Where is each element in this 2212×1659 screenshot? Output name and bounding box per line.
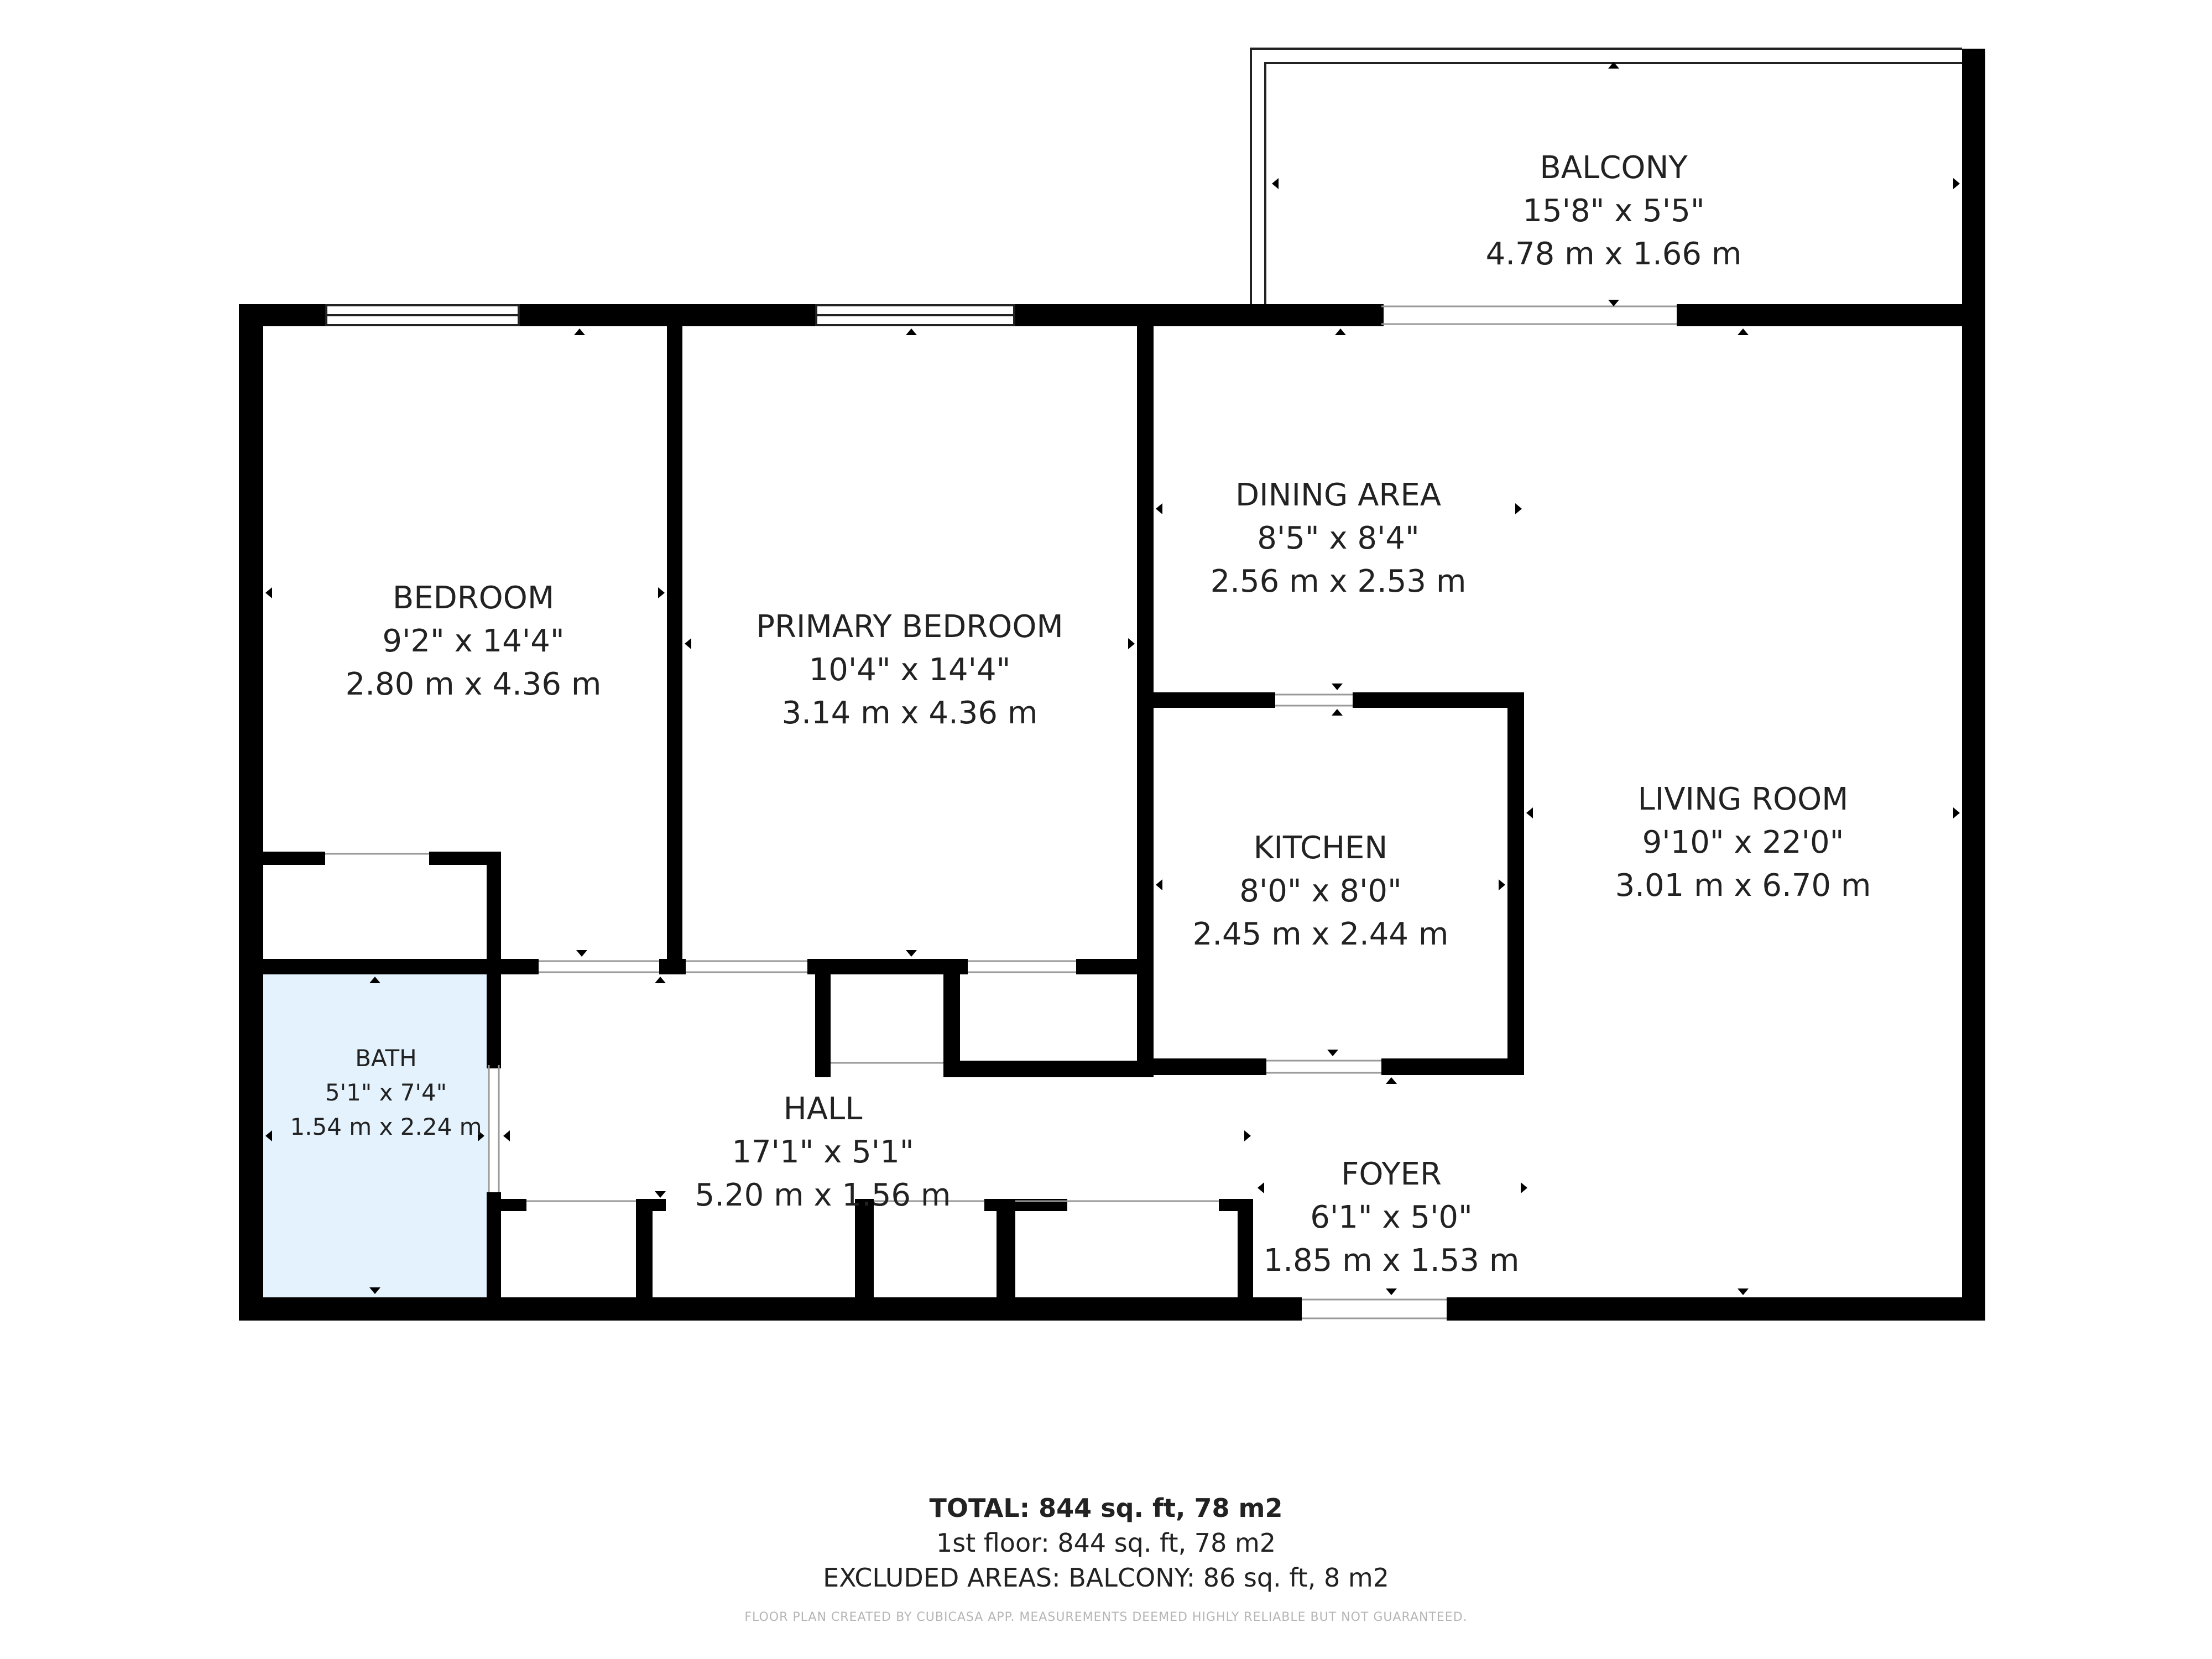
room-kitchen-label: KITCHEN 8'0" x 8'0" 2.45 m x 2.44 m — [1193, 830, 1449, 952]
exterior-walls — [239, 304, 1985, 1321]
floor-area: 1st floor: 844 sq. ft, 78 m2 — [936, 1528, 1276, 1558]
total-area: TOTAL: 844 sq. ft, 78 m2 — [929, 1493, 1283, 1523]
room-size-imperial: 9'10" x 22'0" — [1642, 825, 1844, 860]
room-size-metric: 5.20 m x 1.56 m — [695, 1177, 951, 1213]
room-name: BEDROOM — [393, 580, 554, 616]
room-size-metric: 2.45 m x 2.44 m — [1193, 916, 1449, 952]
room-name: FOYER — [1341, 1156, 1442, 1192]
room-living-room-label: LIVING ROOM 9'10" x 22'0" 3.01 m x 6.70 … — [1615, 781, 1871, 904]
room-bath-label: BATH 5'1" x 7'4" 1.54 m x 2.24 m — [290, 1045, 482, 1140]
room-size-metric: 3.14 m x 4.36 m — [782, 695, 1038, 731]
room-size-metric: 2.56 m x 2.53 m — [1211, 564, 1467, 599]
bath-floor — [263, 974, 488, 1297]
dimension-markers — [265, 62, 1960, 1295]
room-bedroom-label: BEDROOM 9'2" x 14'4" 2.80 m x 4.36 m — [346, 580, 602, 702]
room-size-metric: 3.01 m x 6.70 m — [1615, 868, 1871, 904]
room-name: BATH — [355, 1045, 417, 1072]
room-size-imperial: 8'5" x 8'4" — [1257, 520, 1420, 556]
room-name: KITCHEN — [1254, 830, 1388, 866]
room-size-metric: 4.78 m x 1.66 m — [1486, 236, 1742, 272]
balcony-railing — [1250, 48, 1962, 309]
room-size-imperial: 8'0" x 8'0" — [1239, 873, 1402, 909]
room-name: LIVING ROOM — [1637, 781, 1848, 817]
windows — [325, 304, 1015, 326]
interior-walls — [263, 326, 1524, 1321]
room-name: PRIMARY BEDROOM — [756, 609, 1063, 645]
room-hall-label: HALL 17'1" x 5'1" 5.20 m x 1.56 m — [695, 1091, 951, 1213]
excluded-areas: EXCLUDED AREAS: BALCONY: 86 sq. ft, 8 m2 — [823, 1563, 1389, 1593]
room-size-metric: 2.80 m x 4.36 m — [346, 666, 602, 702]
room-dining-area-label: DINING AREA 8'5" x 8'4" 2.56 m x 2.53 m — [1211, 477, 1467, 599]
disclaimer: FLOOR PLAN CREATED BY CUBICASA APP. MEAS… — [744, 1610, 1468, 1624]
room-foyer-label: FOYER 6'1" x 5'0" 1.85 m x 1.53 m — [1264, 1156, 1520, 1279]
room-size-metric: 1.54 m x 2.24 m — [290, 1113, 482, 1140]
balcony-right-wall — [1962, 49, 1985, 309]
room-name: DINING AREA — [1235, 477, 1441, 513]
room-size-imperial: 17'1" x 5'1" — [732, 1134, 914, 1170]
room-name: BALCONY — [1540, 150, 1688, 186]
room-balcony-label: BALCONY 15'8" x 5'5" 4.78 m x 1.66 m — [1486, 150, 1742, 272]
room-size-imperial: 10'4" x 14'4" — [809, 652, 1011, 688]
room-size-imperial: 9'2" x 14'4" — [382, 623, 564, 659]
room-size-imperial: 15'8" x 5'5" — [1522, 193, 1704, 229]
room-primary-bedroom-label: PRIMARY BEDROOM 10'4" x 14'4" 3.14 m x 4… — [756, 609, 1063, 731]
door-openings — [325, 305, 1677, 1319]
room-size-imperial: 5'1" x 7'4" — [325, 1079, 447, 1106]
room-name: HALL — [784, 1091, 863, 1127]
room-size-metric: 1.85 m x 1.53 m — [1264, 1243, 1520, 1279]
room-size-imperial: 6'1" x 5'0" — [1310, 1199, 1473, 1235]
